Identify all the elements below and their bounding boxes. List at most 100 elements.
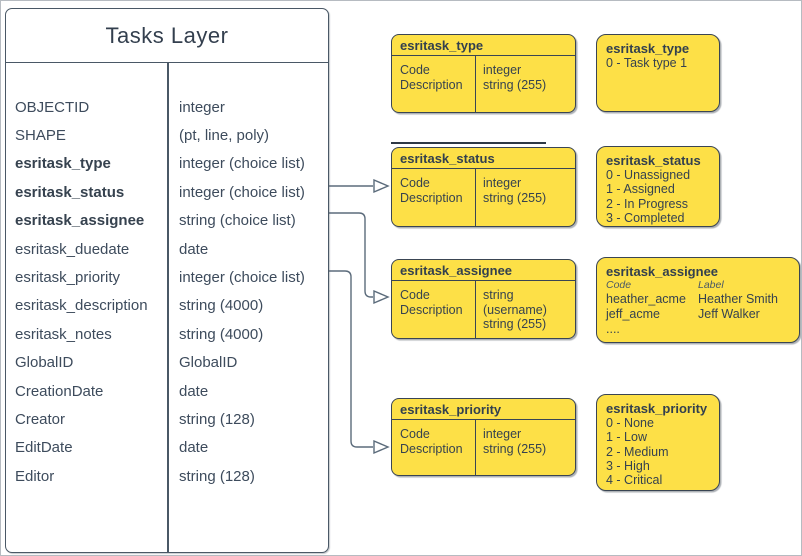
field-row: esritask_type integer (choice list) bbox=[6, 150, 328, 178]
domain-field-name: Description bbox=[400, 302, 463, 317]
domain-table-title: esritask_status bbox=[392, 148, 575, 169]
field-type: date bbox=[179, 240, 209, 258]
open-arrowhead-icon bbox=[373, 178, 390, 194]
value-item: 3 - High bbox=[606, 458, 650, 473]
domain-table-esritask-type: esritask_type Code Description integer s… bbox=[391, 34, 576, 113]
value-item: 0 - None bbox=[606, 416, 654, 430]
value-row: heather_acme Heather Smith bbox=[606, 292, 790, 307]
value-item: 2 - In Progress bbox=[606, 196, 688, 211]
domain-field-name: Description bbox=[400, 77, 463, 92]
field-name: esritask_status bbox=[15, 183, 125, 201]
value-more-ellipsis: .... bbox=[606, 322, 620, 336]
field-name: SHAPE bbox=[15, 127, 66, 145]
field-name: Editor bbox=[15, 467, 55, 485]
domain-field-name: Code bbox=[400, 63, 430, 77]
field-type: string (128) bbox=[179, 467, 255, 485]
field-name: CreationDate bbox=[15, 382, 104, 400]
field-row: Editor string (128) bbox=[6, 462, 328, 490]
field-name: esritask_duedate bbox=[15, 240, 130, 258]
value-code: heather_acme bbox=[606, 292, 686, 306]
field-row: esritask_description string (4000) bbox=[6, 292, 328, 320]
field-type: string (choice list) bbox=[179, 212, 296, 230]
value-item: 3 - Completed bbox=[606, 210, 685, 225]
value-item: 2 - Medium bbox=[606, 444, 669, 459]
values-title: esritask_priority bbox=[606, 401, 708, 416]
values-esritask-type: esritask_type 0 - Task type 1 bbox=[596, 34, 720, 112]
field-type: integer (choice list) bbox=[179, 155, 305, 173]
field-name: GlobalID bbox=[15, 354, 74, 372]
domain-field-name: Description bbox=[400, 190, 463, 205]
field-type: string (4000) bbox=[179, 297, 264, 315]
value-item: 4 - Critical bbox=[606, 473, 663, 488]
value-code: jeff_acme bbox=[606, 307, 660, 321]
field-type: integer (choice list) bbox=[179, 183, 305, 201]
domain-field-name: Code bbox=[400, 427, 430, 441]
domain-field-type: string (255) bbox=[483, 77, 547, 92]
field-row: esritask_status integer (choice list) bbox=[6, 178, 328, 206]
field-type: integer bbox=[179, 98, 225, 116]
domain-field-type: string (255) bbox=[483, 441, 547, 456]
value-item: 0 - Task type 1 bbox=[606, 56, 688, 70]
domain-field-type: integer bbox=[483, 63, 522, 77]
values-esritask-status: esritask_status 0 - Unassigned 1 - Assig… bbox=[596, 146, 720, 227]
field-type: GlobalID bbox=[179, 354, 238, 372]
field-row: SHAPE (pt, line, poly) bbox=[6, 121, 328, 149]
field-row: esritask_priority integer (choice list) bbox=[6, 263, 328, 291]
domain-field-type: string (255) bbox=[483, 190, 547, 205]
field-row: CreationDate date bbox=[6, 377, 328, 405]
table-header: Tasks Layer bbox=[6, 9, 328, 63]
field-type: (pt, line, poly) bbox=[179, 127, 270, 145]
field-type: date bbox=[179, 382, 209, 400]
field-type: integer (choice list) bbox=[179, 269, 305, 287]
domain-field-type: string (username) bbox=[483, 288, 547, 317]
field-type: string (128) bbox=[179, 410, 255, 428]
stray-connector-segment bbox=[391, 142, 546, 144]
value-item: 0 - Unassigned bbox=[606, 168, 691, 182]
values-col-header: Code bbox=[606, 279, 632, 291]
domain-table-title: esritask_assignee bbox=[392, 260, 575, 281]
connector-priority bbox=[329, 270, 373, 448]
column-divider bbox=[167, 62, 169, 552]
connector-assignee bbox=[329, 212, 373, 298]
domain-table-esritask-status: esritask_status Code Description integer… bbox=[391, 147, 576, 227]
open-arrowhead-icon bbox=[373, 439, 390, 455]
domain-table-title: esritask_priority bbox=[392, 399, 575, 420]
domain-field-type: string (255) bbox=[483, 317, 547, 331]
field-name: esritask_description bbox=[15, 297, 148, 315]
domain-field-type: integer bbox=[483, 427, 522, 441]
value-label: Heather Smith bbox=[698, 292, 778, 306]
value-label: Jeff Walker bbox=[698, 307, 760, 321]
open-arrowhead-icon bbox=[373, 289, 390, 305]
value-item: 1 - Low bbox=[606, 430, 647, 445]
field-row: esritask_duedate date bbox=[6, 235, 328, 263]
domain-field-name: Code bbox=[400, 288, 430, 302]
field-name: esritask_type bbox=[15, 155, 111, 173]
domain-field-type: integer bbox=[483, 176, 522, 190]
field-type: string (4000) bbox=[179, 325, 264, 343]
domain-table-esritask-assignee: esritask_assignee Code Description strin… bbox=[391, 259, 576, 339]
table-title: Tasks Layer bbox=[105, 22, 229, 48]
domain-table-title: esritask_type bbox=[392, 35, 575, 56]
value-item: 1 - Assigned bbox=[606, 182, 675, 197]
domain-field-name: Description bbox=[400, 441, 463, 456]
field-row: GlobalID GlobalID bbox=[6, 349, 328, 377]
domain-field-name: Code bbox=[400, 176, 430, 190]
field-row: esritask_assignee string (choice list) bbox=[6, 207, 328, 235]
values-title: esritask_assignee bbox=[606, 264, 719, 279]
value-row: jeff_acme Jeff Walker bbox=[606, 307, 790, 322]
values-col-header: Label bbox=[698, 279, 724, 291]
values-esritask-priority: esritask_priority 0 - None 1 - Low 2 - M… bbox=[596, 394, 720, 491]
domain-table-esritask-priority: esritask_priority Code Description integ… bbox=[391, 398, 576, 476]
field-name: esritask_assignee bbox=[15, 212, 145, 230]
field-type: date bbox=[179, 439, 209, 457]
values-title: esritask_type bbox=[606, 41, 690, 56]
field-name: esritask_priority bbox=[15, 269, 121, 287]
values-esritask-assignee: esritask_assignee Code Label heather_acm… bbox=[596, 257, 800, 343]
